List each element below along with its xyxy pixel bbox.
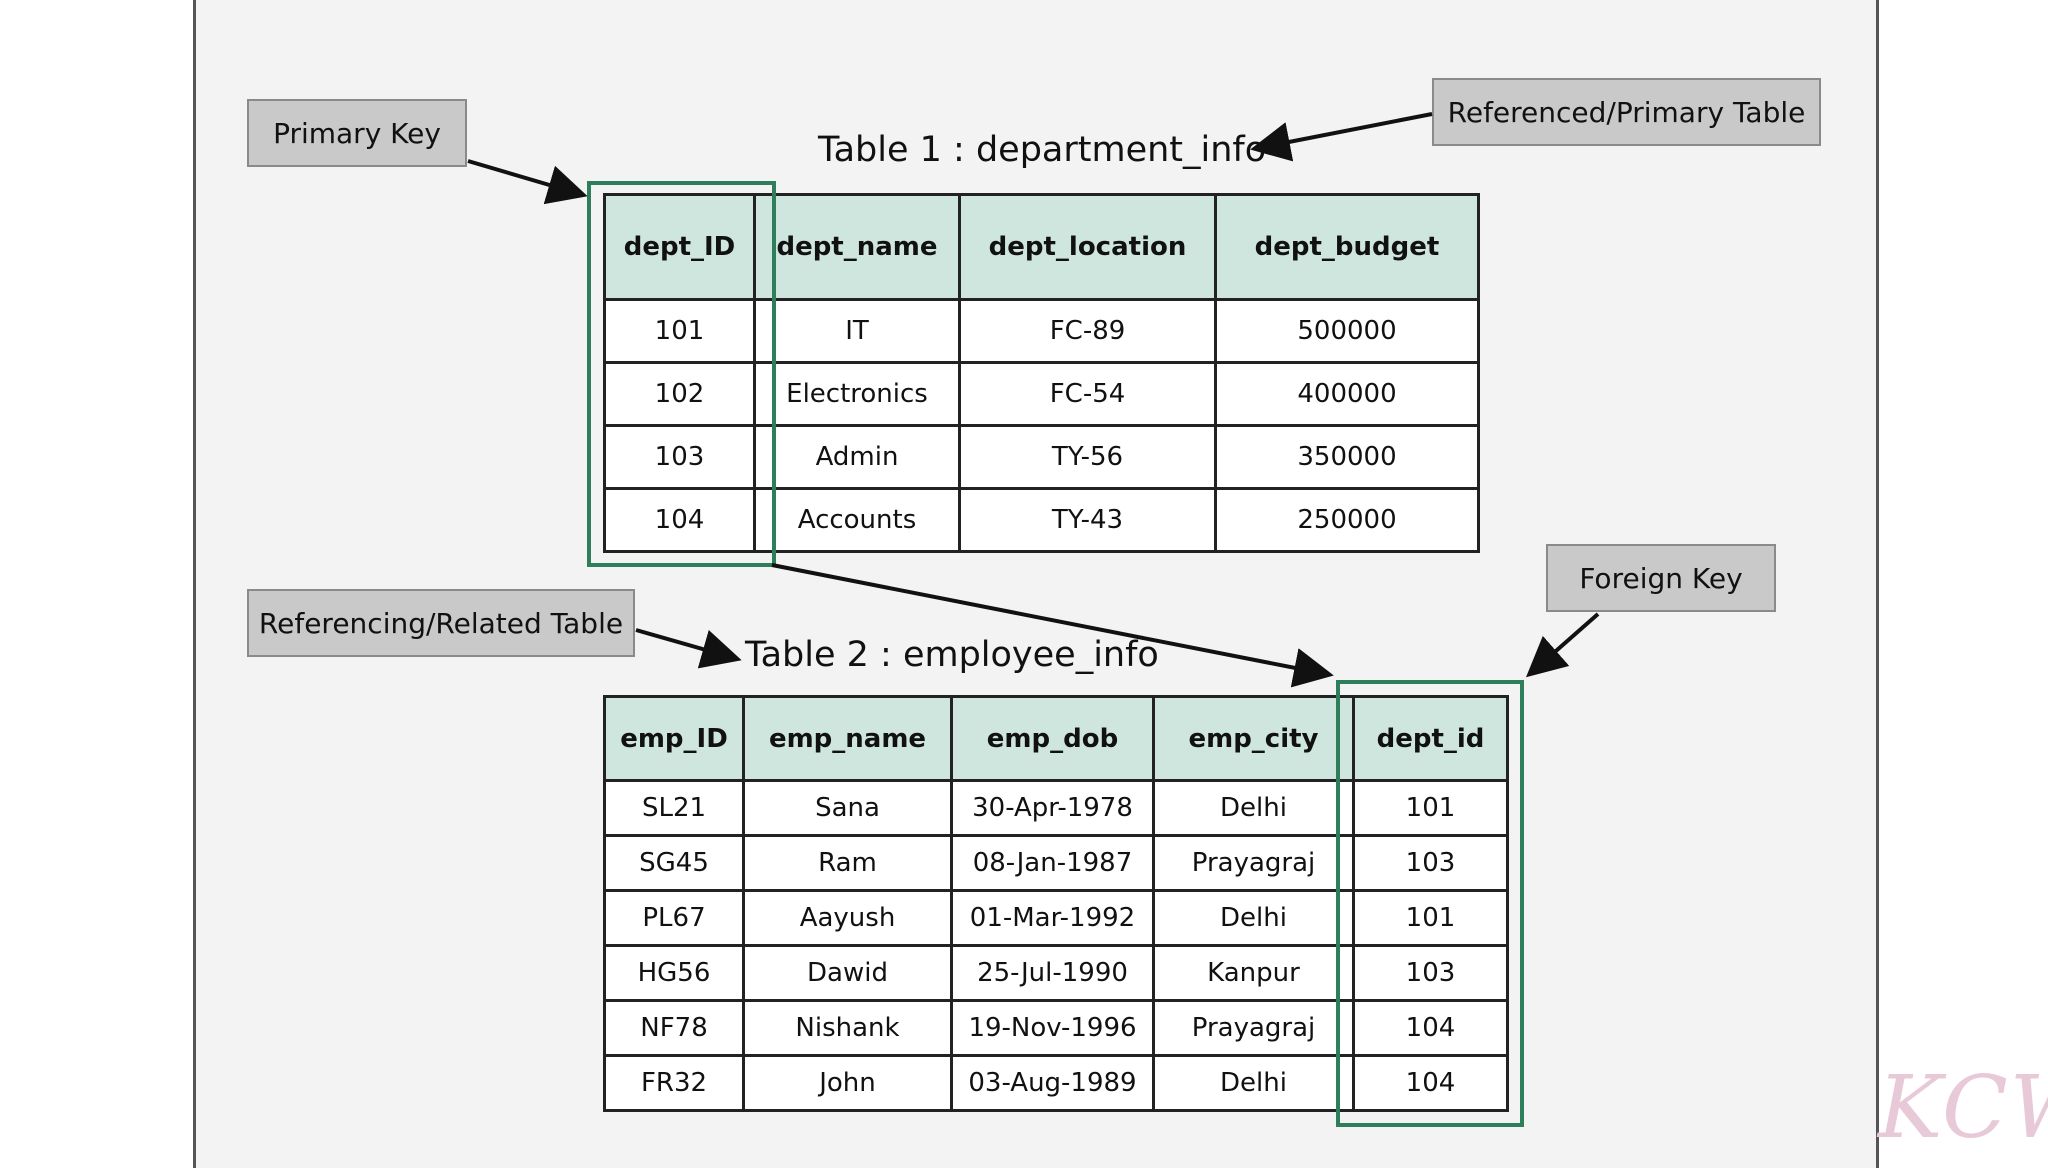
table-cell: 350000 [1214,424,1480,490]
table-cell: 25-Jul-1990 [950,944,1155,1002]
referenced-table-callout: Referenced/Primary Table [1432,78,1821,146]
table-cell: Delhi [1152,1054,1355,1112]
table-cell: Delhi [1152,779,1355,837]
table1-title: Table 1 : department_info [818,130,1267,170]
table-cell: 101 [1352,889,1509,947]
table-cell: FC-89 [958,298,1217,364]
table-cell: Electronics [753,361,961,427]
table-cell: 08-Jan-1987 [950,834,1155,892]
table-cell: 101 [603,298,756,364]
table-cell: 250000 [1214,487,1480,553]
table-cell: TY-43 [958,487,1217,553]
table2-column-header: emp_ID [603,695,745,782]
table-cell: TY-56 [958,424,1217,490]
table-cell: 500000 [1214,298,1480,364]
table-cell: Prayagraj [1152,999,1355,1057]
table-cell: Prayagraj [1152,834,1355,892]
table-cell: 102 [603,361,756,427]
table2-column-header: emp_name [742,695,953,782]
table-cell: Sana [742,779,953,837]
table-cell: Aayush [742,889,953,947]
table-cell: PL67 [603,889,745,947]
table-cell: 103 [1352,944,1509,1002]
referencing-table-callout: Referencing/Related Table [247,589,635,657]
table-cell: 30-Apr-1978 [950,779,1155,837]
table-cell: IT [753,298,961,364]
table2-title: Table 2 : employee_info [745,635,1159,675]
table1-column-header: dept_budget [1214,193,1480,301]
table-cell: Admin [753,424,961,490]
table-cell: NF78 [603,999,745,1057]
table-cell: 03-Aug-1989 [950,1054,1155,1112]
table-cell: 19-Nov-1996 [950,999,1155,1057]
table-cell: 104 [1352,999,1509,1057]
watermark-logo: KCW [1878,1058,2048,1158]
table-cell: 104 [1352,1054,1509,1112]
table1-column-header: dept_ID [603,193,756,301]
table-cell: 01-Mar-1992 [950,889,1155,947]
table-cell: John [742,1054,953,1112]
table-cell: 103 [603,424,756,490]
table-cell: Kanpur [1152,944,1355,1002]
table-cell: Accounts [753,487,961,553]
table-cell: SL21 [603,779,745,837]
table1-column-header: dept_name [753,193,961,301]
table-cell: FR32 [603,1054,745,1112]
table-cell: SG45 [603,834,745,892]
table-cell: Nishank [742,999,953,1057]
table2-column-header: emp_city [1152,695,1355,782]
table2-column-header: emp_dob [950,695,1155,782]
table-cell: 104 [603,487,756,553]
foreign-key-callout: Foreign Key [1546,544,1776,612]
table-cell: HG56 [603,944,745,1002]
table-cell: Ram [742,834,953,892]
table-cell: Dawid [742,944,953,1002]
table2-column-header: dept_id [1352,695,1509,782]
table-cell: 400000 [1214,361,1480,427]
primary-key-callout: Primary Key [247,99,467,167]
table-cell: FC-54 [958,361,1217,427]
table-cell: 101 [1352,779,1509,837]
table-cell: Delhi [1152,889,1355,947]
table-cell: 103 [1352,834,1509,892]
table1-column-header: dept_location [958,193,1217,301]
